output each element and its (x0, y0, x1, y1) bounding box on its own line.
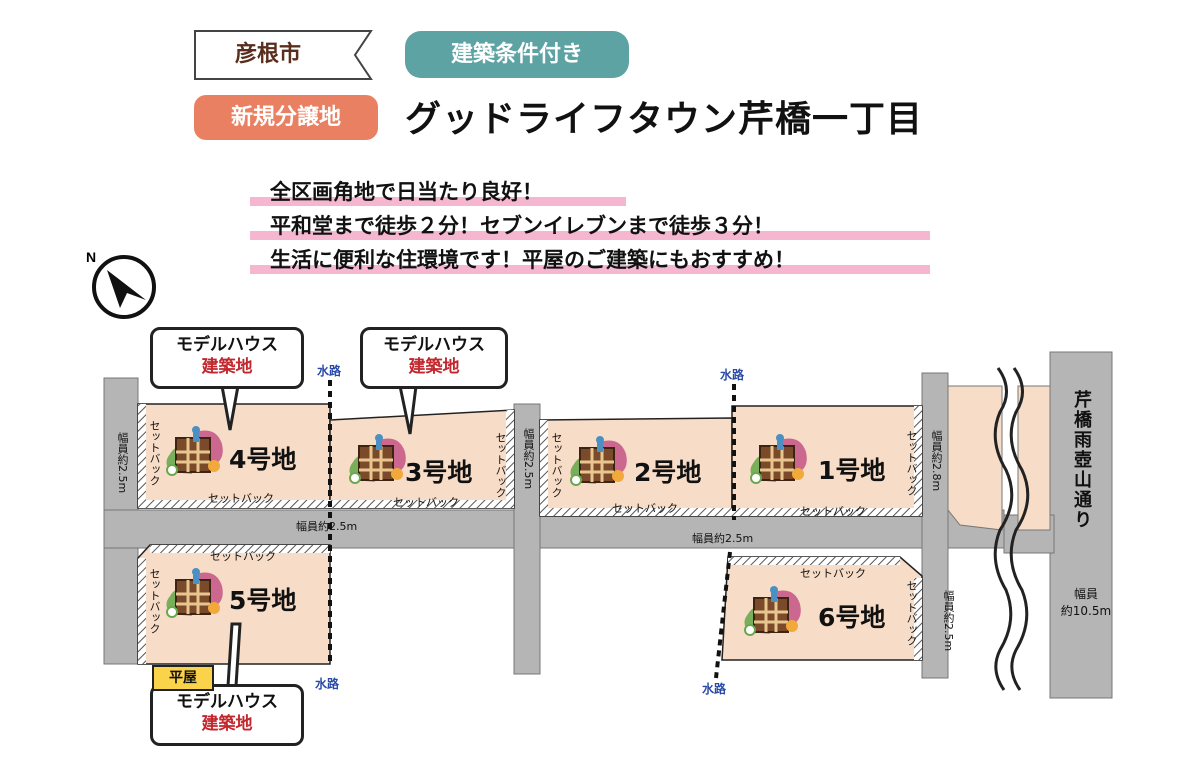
feature-highlight-3 (250, 265, 930, 274)
new-sale-badge: 新規分譲地 (194, 95, 378, 140)
water-channels (328, 380, 736, 679)
main-road-width-line2: 約10.5m (1060, 604, 1112, 618)
feature-line-1: 全区画角地で日当たり良好！ (270, 180, 543, 204)
lot-5-label: 5号地 (229, 586, 297, 615)
setback-label-vertical: セットバック (494, 432, 507, 498)
svg-text:N: N (86, 249, 96, 265)
setback-label: セットバック (800, 505, 866, 518)
setback-label: セットバック (800, 567, 866, 580)
feature-highlight-1 (250, 197, 626, 206)
callout-line2: 建築地 (201, 714, 253, 734)
water-channel-label: 水路 (315, 677, 340, 691)
setback-label-vertical: セットバック (905, 430, 918, 496)
north-compass-icon: N (86, 249, 156, 319)
road-width-label-vertical: 幅員約2.5m (942, 590, 955, 652)
city-tag-shape (194, 30, 373, 80)
feature-line-2: 平和堂まで徒歩２分！セブンイレブンまで徒歩３分！ (270, 214, 774, 238)
setback-label: セットバック (208, 492, 274, 505)
water-channel-label: 水路 (702, 682, 727, 696)
adjacent-lot (947, 385, 1003, 531)
setback-label-vertical: セットバック (550, 432, 563, 498)
feature-line-3: 生活に便利な住環境です！平屋のご建築にもおすすめ！ (270, 248, 795, 272)
city-tag: 彦根市 (193, 29, 373, 81)
setback-label: セットバック (210, 550, 276, 563)
setback-label: セットバック (612, 502, 678, 515)
river-right-bank (1009, 367, 1030, 691)
lot-1-label: 1号地 (818, 456, 886, 485)
callout-line1: モデルハウス (176, 335, 278, 355)
lot-6-label: 6号地 (818, 603, 886, 632)
model-house-callout-lot3: モデルハウス 建築地 (360, 327, 508, 389)
model-house-callout-lot4: モデルハウス 建築地 (150, 327, 304, 389)
lot-4-label: 4号地 (229, 445, 297, 474)
main-road-name: 芹橋雨壺山通り (1071, 390, 1092, 530)
callout-line2: 建築地 (201, 357, 253, 377)
setback-label-vertical: セットバック (148, 420, 161, 486)
callout-line1: モデルハウス (383, 335, 485, 355)
condition-badge: 建築条件付き (405, 31, 629, 78)
city-label: 彦根市 (234, 42, 301, 67)
setback-label: セットバック (393, 496, 459, 509)
page-title: グッドライフタウン芹橋一丁目 (405, 99, 924, 140)
main-road-width-line1: 幅員 (1073, 587, 1098, 601)
main-road-width: 幅員 約10.5m (1056, 586, 1116, 620)
water-channel-label: 水路 (317, 364, 342, 378)
road-width-label: 幅員約2.5m (296, 520, 358, 533)
adjacent-lot-east (1017, 385, 1051, 531)
callout-line1: モデルハウス (176, 692, 278, 712)
flat-house-tag: 平屋 (152, 665, 214, 691)
setback-strips (138, 404, 922, 664)
road-width-label-vertical: 幅員約2.5m (522, 428, 535, 490)
feature-highlight-2 (250, 231, 930, 240)
lot-2-label: 2号地 (634, 458, 702, 487)
river-left-bank (993, 367, 1014, 691)
setback-label-vertical: セットバック (148, 568, 161, 634)
setback-label-vertical: セットバック (905, 580, 918, 646)
lot-3-label: 3号地 (405, 458, 473, 487)
road-width-label-vertical: 幅員約2.8m (930, 430, 943, 492)
road-width-label-vertical: 幅員約2.5m (116, 432, 129, 494)
model-house-callout-lot5: モデルハウス 建築地 (150, 684, 304, 746)
callout-line2: 建築地 (408, 357, 460, 377)
water-channel-label: 水路 (720, 368, 745, 382)
road-width-label: 幅員約2.5m (692, 532, 754, 545)
